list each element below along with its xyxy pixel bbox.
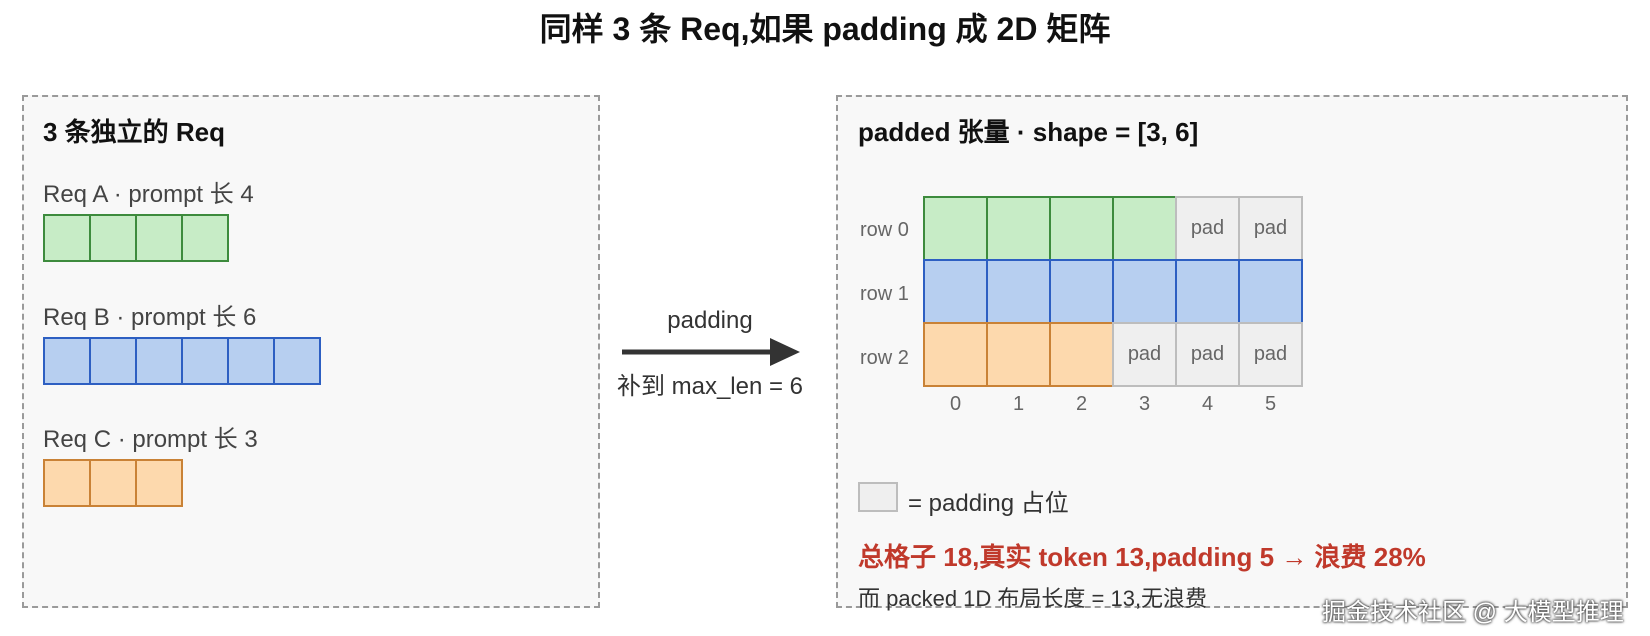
token-cell [273, 337, 321, 385]
grid-token-cell [1112, 259, 1177, 324]
page-title: 同样 3 条 Req,如果 padding 成 2D 矩阵 [539, 11, 1111, 47]
arrow-label-bottom: 补到 max_len = 6 [616, 373, 804, 400]
row-label-0: row 0 [860, 219, 909, 241]
token-cell [135, 337, 183, 385]
grid-token-cell [1049, 196, 1114, 261]
row-label-2: row 2 [860, 347, 909, 369]
column-label: 2 [1075, 393, 1088, 415]
req-b-label: Req B · prompt 长 6 [43, 304, 257, 331]
req-c-cells [43, 459, 183, 507]
right-panel-title: padded 张量 · shape = [3, 6] [858, 117, 1199, 147]
token-cell [135, 459, 183, 507]
token-cell [227, 337, 275, 385]
arrow-label-top: padding [667, 307, 753, 334]
grid-token-cell [1238, 259, 1303, 324]
token-cell [89, 337, 137, 385]
padding-legend-text: = padding 占位 [908, 490, 1069, 517]
left-panel-title: 3 条独立的 Req [43, 117, 226, 147]
row-label-1: row 1 [860, 283, 909, 305]
req-b-cells [43, 337, 321, 385]
token-cell [89, 459, 137, 507]
token-cell [43, 337, 91, 385]
waste-summary: 总格子 18,真实 token 13,padding 5 → 浪费 28% [858, 542, 1426, 572]
column-label: 4 [1201, 393, 1214, 415]
grid-token-cell [1049, 259, 1114, 324]
grid-row-1 [923, 259, 1303, 324]
grid-pad-cell: pad [1175, 322, 1240, 387]
padding-arrow-icon [622, 338, 800, 366]
grid-token-cell [923, 322, 988, 387]
grid-token-cell [1049, 322, 1114, 387]
column-label: 5 [1264, 393, 1277, 415]
req-a-cells [43, 214, 229, 262]
grid-token-cell [1175, 259, 1240, 324]
grid-token-cell [986, 259, 1051, 324]
padding-legend-swatch [858, 482, 898, 512]
grid-token-cell [923, 196, 988, 261]
watermark: 掘金技术社区 @ 大模型推理 [1322, 599, 1624, 626]
column-label: 3 [1138, 393, 1151, 415]
grid-token-cell [923, 259, 988, 324]
token-cell [181, 214, 229, 262]
grid-pad-cell: pad [1112, 322, 1177, 387]
independent-requests-panel: 3 条独立的 Req Req A · prompt 长 4 Req B · pr… [22, 95, 600, 608]
grid-token-cell [1112, 196, 1177, 261]
column-label: 0 [949, 393, 962, 415]
token-cell [43, 214, 91, 262]
grid-token-cell [986, 196, 1051, 261]
grid-pad-cell: pad [1175, 196, 1240, 261]
token-cell [135, 214, 183, 262]
token-cell [43, 459, 91, 507]
packed-note: 而 packed 1D 布局长度 = 13,无浪费 [858, 586, 1208, 611]
grid-token-cell [986, 322, 1051, 387]
column-label: 1 [1012, 393, 1025, 415]
token-cell [181, 337, 229, 385]
token-cell [89, 214, 137, 262]
grid-pad-cell: pad [1238, 322, 1303, 387]
grid-pad-cell: pad [1238, 196, 1303, 261]
req-a-label: Req A · prompt 长 4 [43, 181, 254, 208]
req-c-label: Req C · prompt 长 3 [43, 426, 258, 453]
